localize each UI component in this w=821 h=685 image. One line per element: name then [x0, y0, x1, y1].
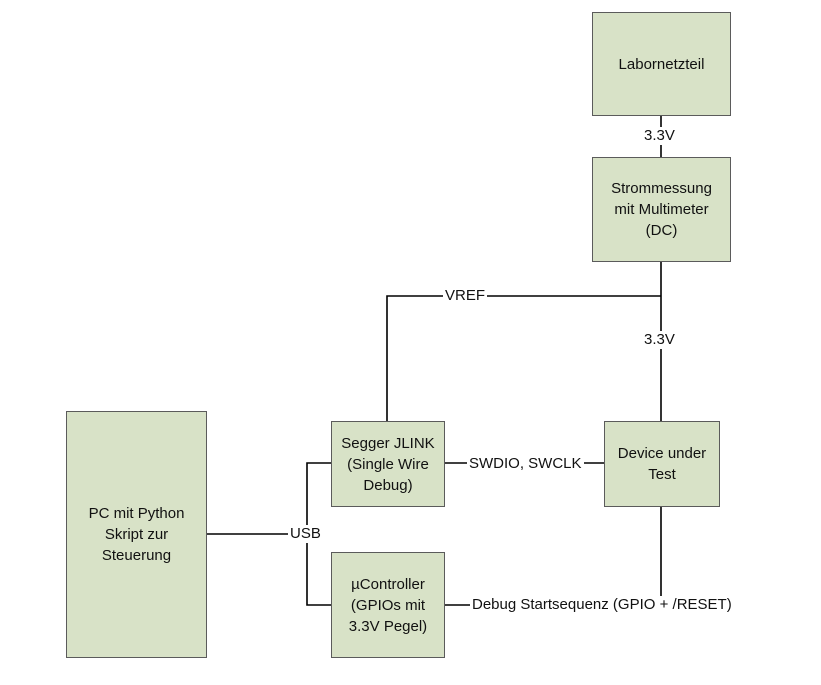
dut-box: Device under Test — [604, 421, 720, 507]
jlink-box: Segger JLINK (Single Wire Debug) — [331, 421, 445, 507]
wire-debug-seq — [444, 507, 662, 606]
edge-label-supply-top: 3.3V — [642, 127, 677, 145]
jlink-label: Segger JLINK (Single Wire Debug) — [341, 434, 435, 494]
strommessung-box: Strommessung mit Multimeter (DC) — [592, 157, 731, 262]
labornetzteil-box: Labornetzteil — [592, 12, 731, 116]
edge-label-usb: USB — [288, 525, 323, 543]
edge-label-supply-dut: 3.3V — [642, 331, 677, 349]
ucontroller-label: µController (GPIOs mit 3.3V Pegel) — [348, 575, 428, 635]
labornetzteil-label: Labornetzteil — [618, 55, 705, 73]
ucontroller-box: µController (GPIOs mit 3.3V Pegel) — [331, 552, 445, 658]
strommessung-label: Strommessung mit Multimeter (DC) — [611, 180, 712, 239]
wire-vref — [386, 295, 661, 421]
pc-label: PC mit Python Skript zur Steuerung — [88, 505, 185, 564]
dut-label: Device under Test — [617, 445, 707, 483]
edge-label-vref: VREF — [443, 287, 488, 305]
edge-label-debug-seq: Debug Startsequenz (GPIO + /RESET) — [470, 596, 734, 614]
pc-box: PC mit Python Skript zur Steuerung — [66, 411, 207, 658]
edge-label-swd: SWDIO, SWCLK — [467, 455, 584, 473]
